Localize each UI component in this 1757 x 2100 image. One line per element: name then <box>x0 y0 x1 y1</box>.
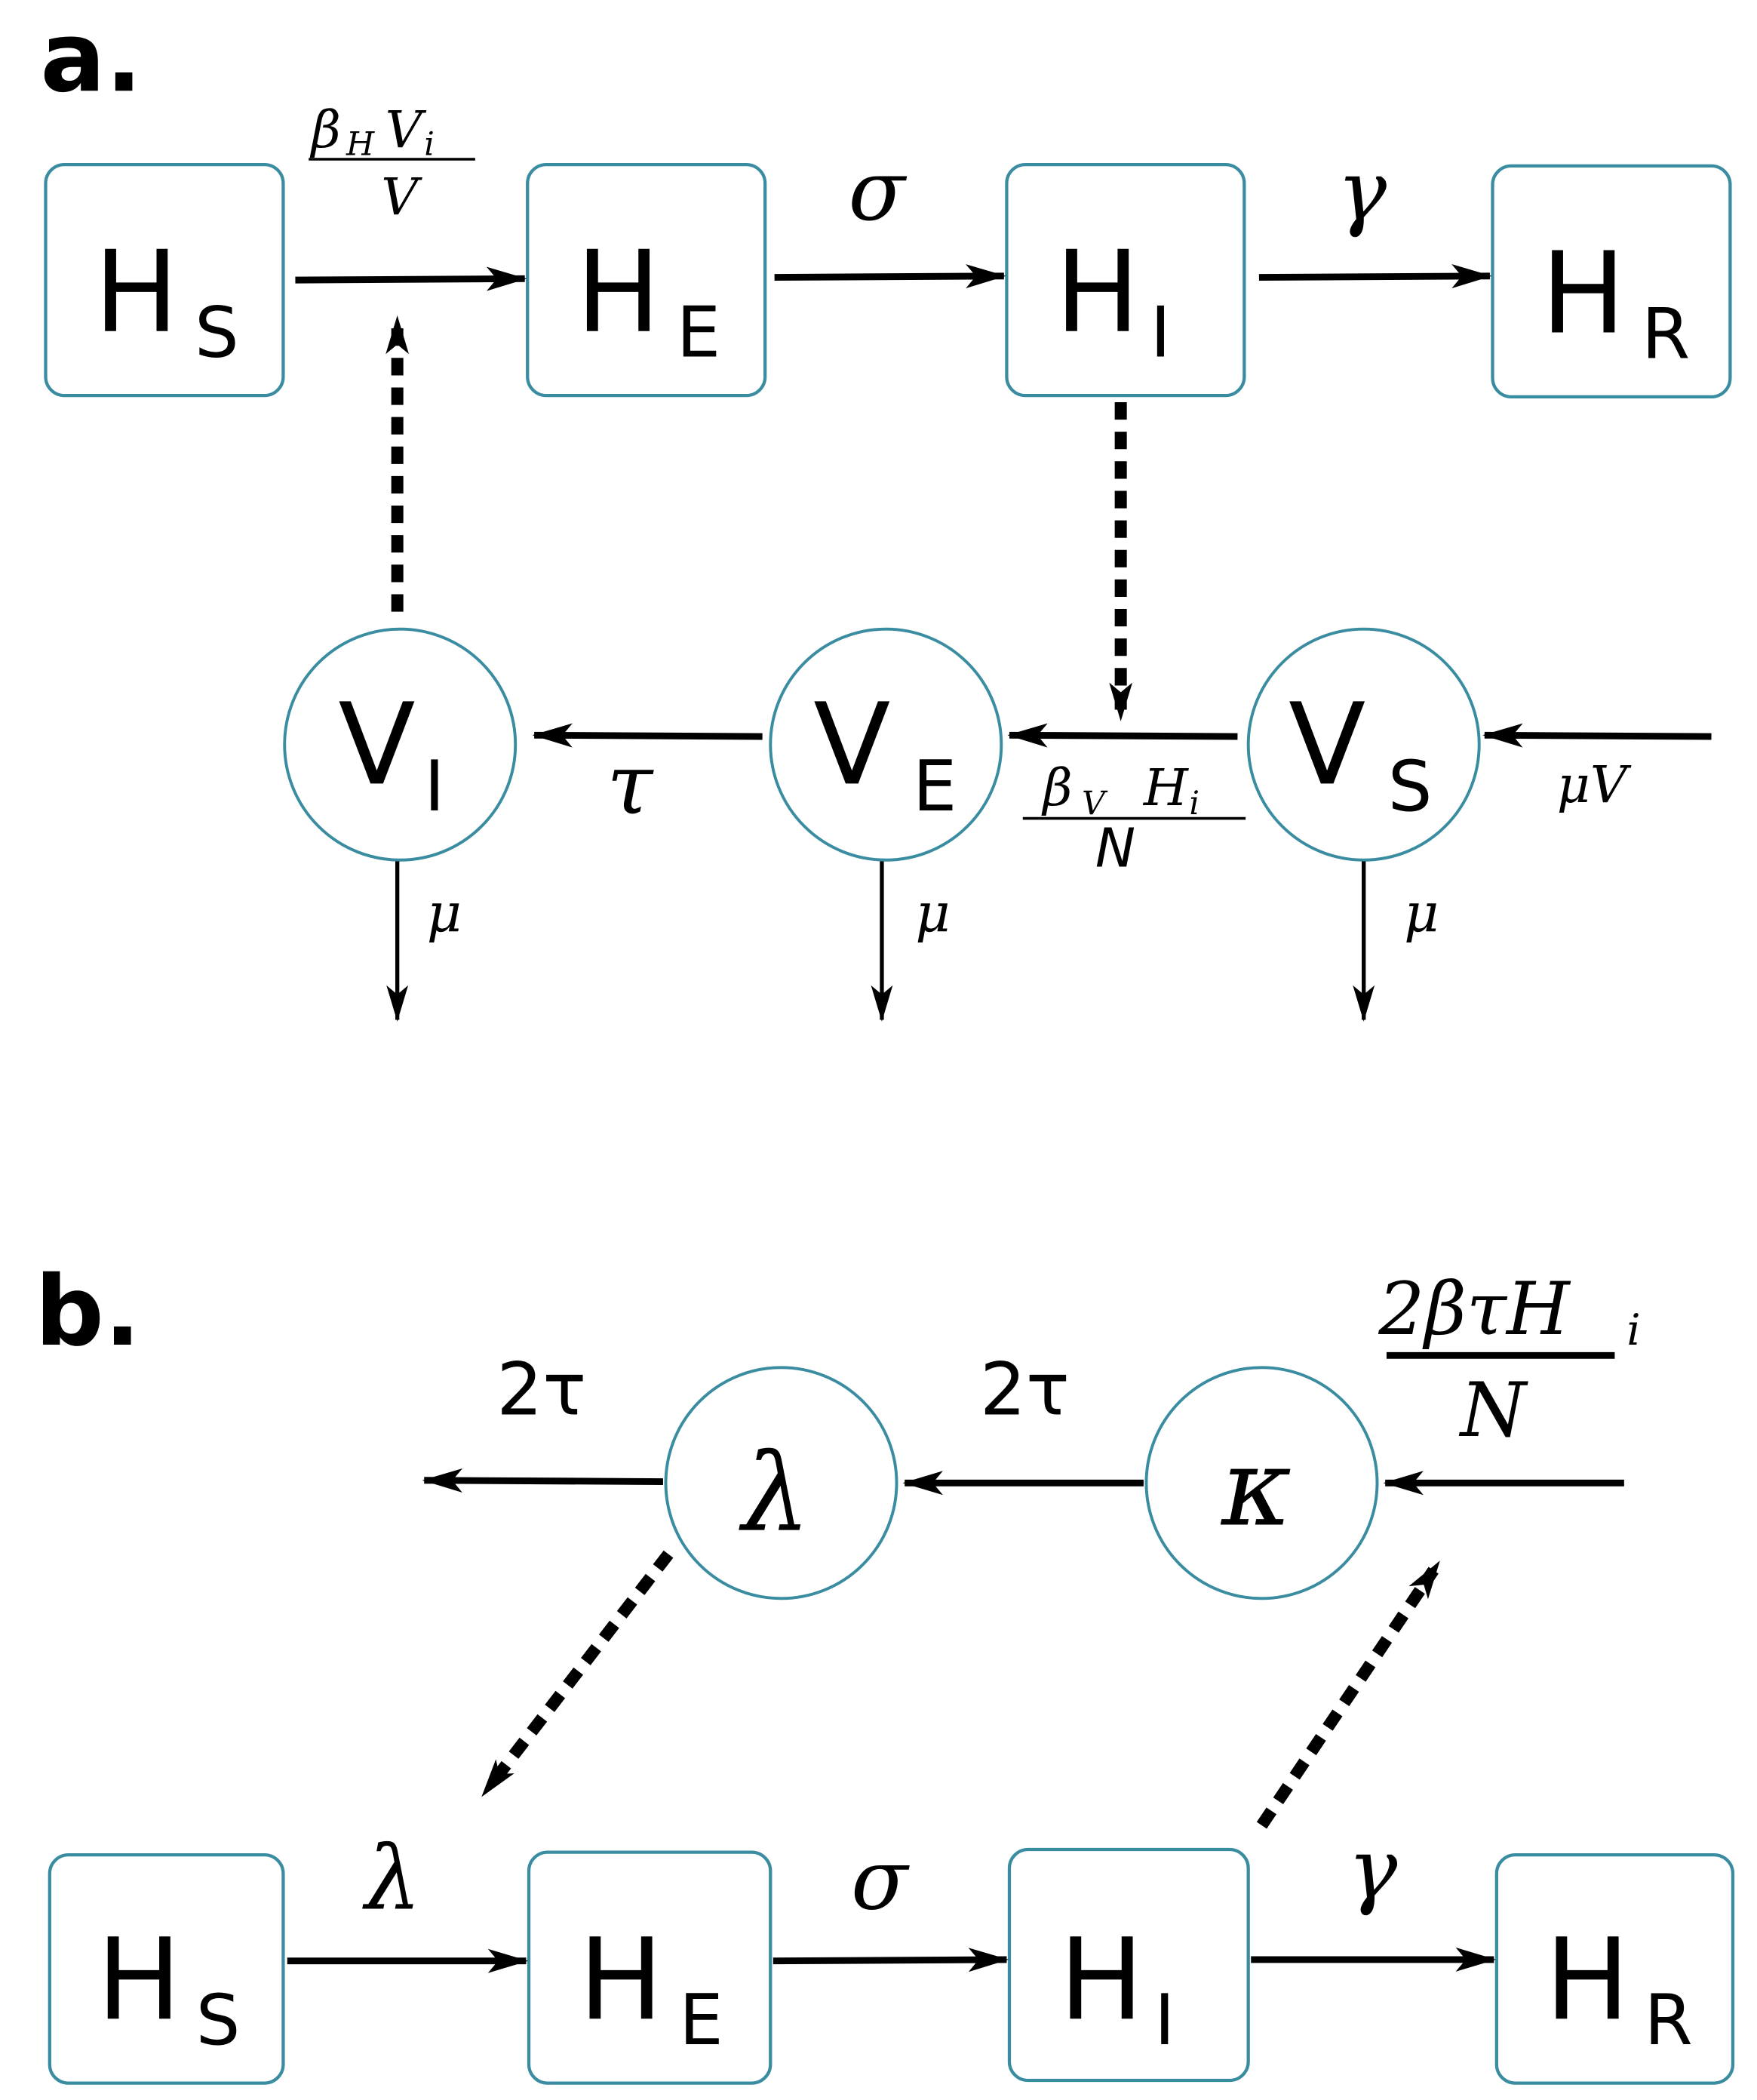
rate-beta: β <box>1040 758 1072 817</box>
rate-beta: β <box>309 100 341 159</box>
panel-b-label: b. <box>35 1256 140 1368</box>
node-main-label: H <box>576 227 660 358</box>
node-main-label: H <box>1059 1914 1144 2046</box>
node-host-infected-b: H I <box>1007 1847 1250 2083</box>
node-kappa-label: κ <box>1220 1425 1292 1550</box>
rate-vector-infection: β V H i N <box>1022 758 1246 880</box>
arrow-hi-to-hr <box>1258 264 1492 289</box>
node-host-susceptible-b: H S <box>48 1853 285 2085</box>
rate-v-sub: i <box>424 126 435 164</box>
node-sub-label: I <box>424 746 444 827</box>
node-sub-label: S <box>195 292 239 374</box>
node-vector-susceptible: V S <box>1246 627 1481 862</box>
panel-b: b. λ κ 2τ 2τ 2βτH i N H S <box>35 1256 1735 2085</box>
rate-mu-vi: μ <box>427 881 462 944</box>
node-sub-label: I <box>1154 1979 1175 2061</box>
arrow-birth-to-vs <box>1482 723 1712 748</box>
rate-kappa-input: 2βτH i N <box>1378 1267 1640 1454</box>
rate-v: V <box>385 100 427 159</box>
rate-sigma-a: σ <box>848 143 907 240</box>
node-main-label: V <box>813 679 890 810</box>
node-vector-exposed: V E <box>769 627 1003 862</box>
node-lambda: λ <box>664 1366 898 1600</box>
node-main-label: V <box>1289 679 1365 810</box>
node-kappa: κ <box>1144 1366 1379 1600</box>
arrow-he-to-hi-b <box>773 1948 1009 1972</box>
arrow-he-to-hi <box>774 264 1006 289</box>
panel-a-label: a. <box>40 2 142 114</box>
rate-gamma-b: γ <box>1347 1822 1398 1918</box>
panel-a: a. H S H E H I H R β H V <box>40 2 1732 1022</box>
rate-host-infection: β H V i V <box>309 100 475 226</box>
rate-two-tau-left: 2τ <box>496 1348 586 1432</box>
node-main-label: H <box>1055 227 1139 358</box>
node-sub-label: E <box>679 1979 723 2061</box>
node-sub-label: R <box>1642 293 1690 374</box>
node-main-label: H <box>1541 229 1626 360</box>
rate-numerator: 2βτH <box>1378 1267 1571 1351</box>
rate-beta-sub: H <box>346 126 375 164</box>
node-sub-label: I <box>1150 292 1171 374</box>
rate-beta-sub: V <box>1082 785 1108 822</box>
rate-tau: τ <box>607 736 654 833</box>
node-vector-infected: V I <box>283 627 518 862</box>
rate-numerator-sub: i <box>1626 1305 1640 1355</box>
node-sub-label: E <box>913 746 957 827</box>
node-sub-label: R <box>1645 1979 1693 2061</box>
rate-denominator: V <box>381 167 422 226</box>
node-main-label: H <box>579 1914 663 2046</box>
rate-gamma-a: γ <box>1337 143 1387 240</box>
node-host-recovered-a: H R <box>1491 164 1732 399</box>
node-host-infected-a: H I <box>1005 162 1246 398</box>
arrow-lambda-out <box>422 1468 663 1493</box>
rate-sigma-b: σ <box>851 1832 910 1929</box>
node-lambda-label: λ <box>739 1431 810 1556</box>
rate-h-sub: i <box>1189 785 1199 822</box>
node-host-recovered-b: H R <box>1494 1853 1735 2085</box>
arrow-hs-to-he <box>295 266 527 291</box>
dashed-arrow-lambda-to-infection <box>481 1550 674 1797</box>
rate-mu-vs: μ <box>1404 881 1439 944</box>
rate-mu-ve: μ <box>915 881 950 944</box>
rate-h: H <box>1142 758 1190 817</box>
node-main-label: H <box>97 1914 181 2046</box>
node-host-susceptible-a: H S <box>44 162 285 398</box>
rate-lambda-b: λ <box>362 1826 421 1929</box>
node-main-label: V <box>338 679 415 810</box>
rate-denominator: N <box>1095 817 1135 880</box>
rate-birth: μV <box>1557 755 1632 814</box>
arrow-vs-to-ve <box>1007 723 1238 748</box>
rate-two-tau-mid: 2τ <box>980 1348 1070 1432</box>
node-sub-label: S <box>196 1979 241 2061</box>
node-main-label: H <box>1545 1914 1630 2046</box>
dashed-arrow-hi-to-kappa <box>1256 1560 1440 1829</box>
node-sub-label: S <box>1388 746 1433 827</box>
node-host-exposed-a: H E <box>526 162 767 398</box>
node-sub-label: E <box>677 292 720 374</box>
arrow-ve-to-vi <box>532 723 763 748</box>
rate-denominator: N <box>1459 1367 1529 1454</box>
node-main-label: H <box>94 227 179 358</box>
node-host-exposed-b: H E <box>527 1850 773 2085</box>
